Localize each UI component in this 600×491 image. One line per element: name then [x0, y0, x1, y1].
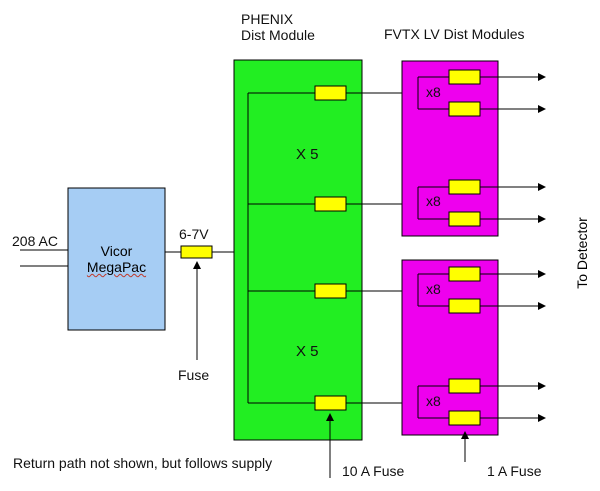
main-fuse: [180, 245, 213, 259]
vicor-label: Vicor MegaPac: [68, 188, 165, 330]
phenix-title-line2: Dist Module: [241, 27, 315, 43]
x8-label-1: x8: [426, 84, 441, 100]
phenix-fuse-1: [314, 85, 347, 101]
fuse-1a-label: 1 A Fuse: [487, 463, 542, 479]
return-path-note: Return path not shown, but follows suppl…: [13, 455, 273, 471]
x8-label-4: x8: [426, 393, 441, 409]
x8-label-2: x8: [426, 193, 441, 209]
voltage-label: 6-7V: [179, 226, 209, 242]
x5-top-label: X 5: [296, 146, 319, 163]
fuse-10a-label: 10 A Fuse: [342, 463, 405, 479]
fvtx-outputs: [418, 73, 546, 422]
vicor-line2: MegaPac: [86, 259, 147, 275]
vicor-line1: Vicor: [100, 243, 133, 259]
x8-label-3: x8: [426, 281, 441, 297]
phenix-fuse-3: [314, 283, 347, 299]
phenix-fuse-2: [314, 196, 347, 212]
phenix-dist-module: [233, 59, 363, 441]
to-detector-label: To Detector: [574, 217, 590, 289]
fvtx-title: FVTX LV Dist Modules: [384, 26, 525, 42]
x5-bottom-label: X 5: [296, 343, 319, 360]
phenix-title-line1: PHENIX: [241, 11, 294, 27]
fuse-label: Fuse: [178, 367, 210, 383]
phenix-fuse-4: [314, 395, 347, 411]
vicor-megapac-box: [67, 187, 166, 331]
fvtx-fuses: [448, 69, 481, 426]
ac-input-label: 208 AC: [12, 233, 58, 249]
fvtx-module-bottom: [401, 259, 499, 436]
fvtx-module-top: [401, 60, 499, 237]
